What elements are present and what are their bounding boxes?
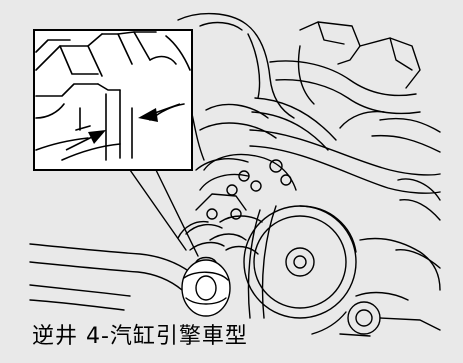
reservoir-cap	[181, 256, 231, 317]
pulley	[243, 205, 357, 335]
engine-bay-lines	[171, 12, 441, 269]
callout-lines	[129, 169, 199, 257]
arrow-pointer-left-icon	[138, 103, 181, 122]
caption-text: 逆井 4-汽缸引擎車型	[32, 324, 248, 349]
arrow-pointer-right-icon	[65, 130, 106, 151]
hoses	[249, 97, 441, 194]
lower-engine-block	[339, 237, 441, 337]
detail-inset	[33, 29, 193, 171]
reservoir-hose	[29, 243, 191, 311]
pump-assembly	[177, 153, 297, 255]
drive-belt	[247, 205, 277, 319]
